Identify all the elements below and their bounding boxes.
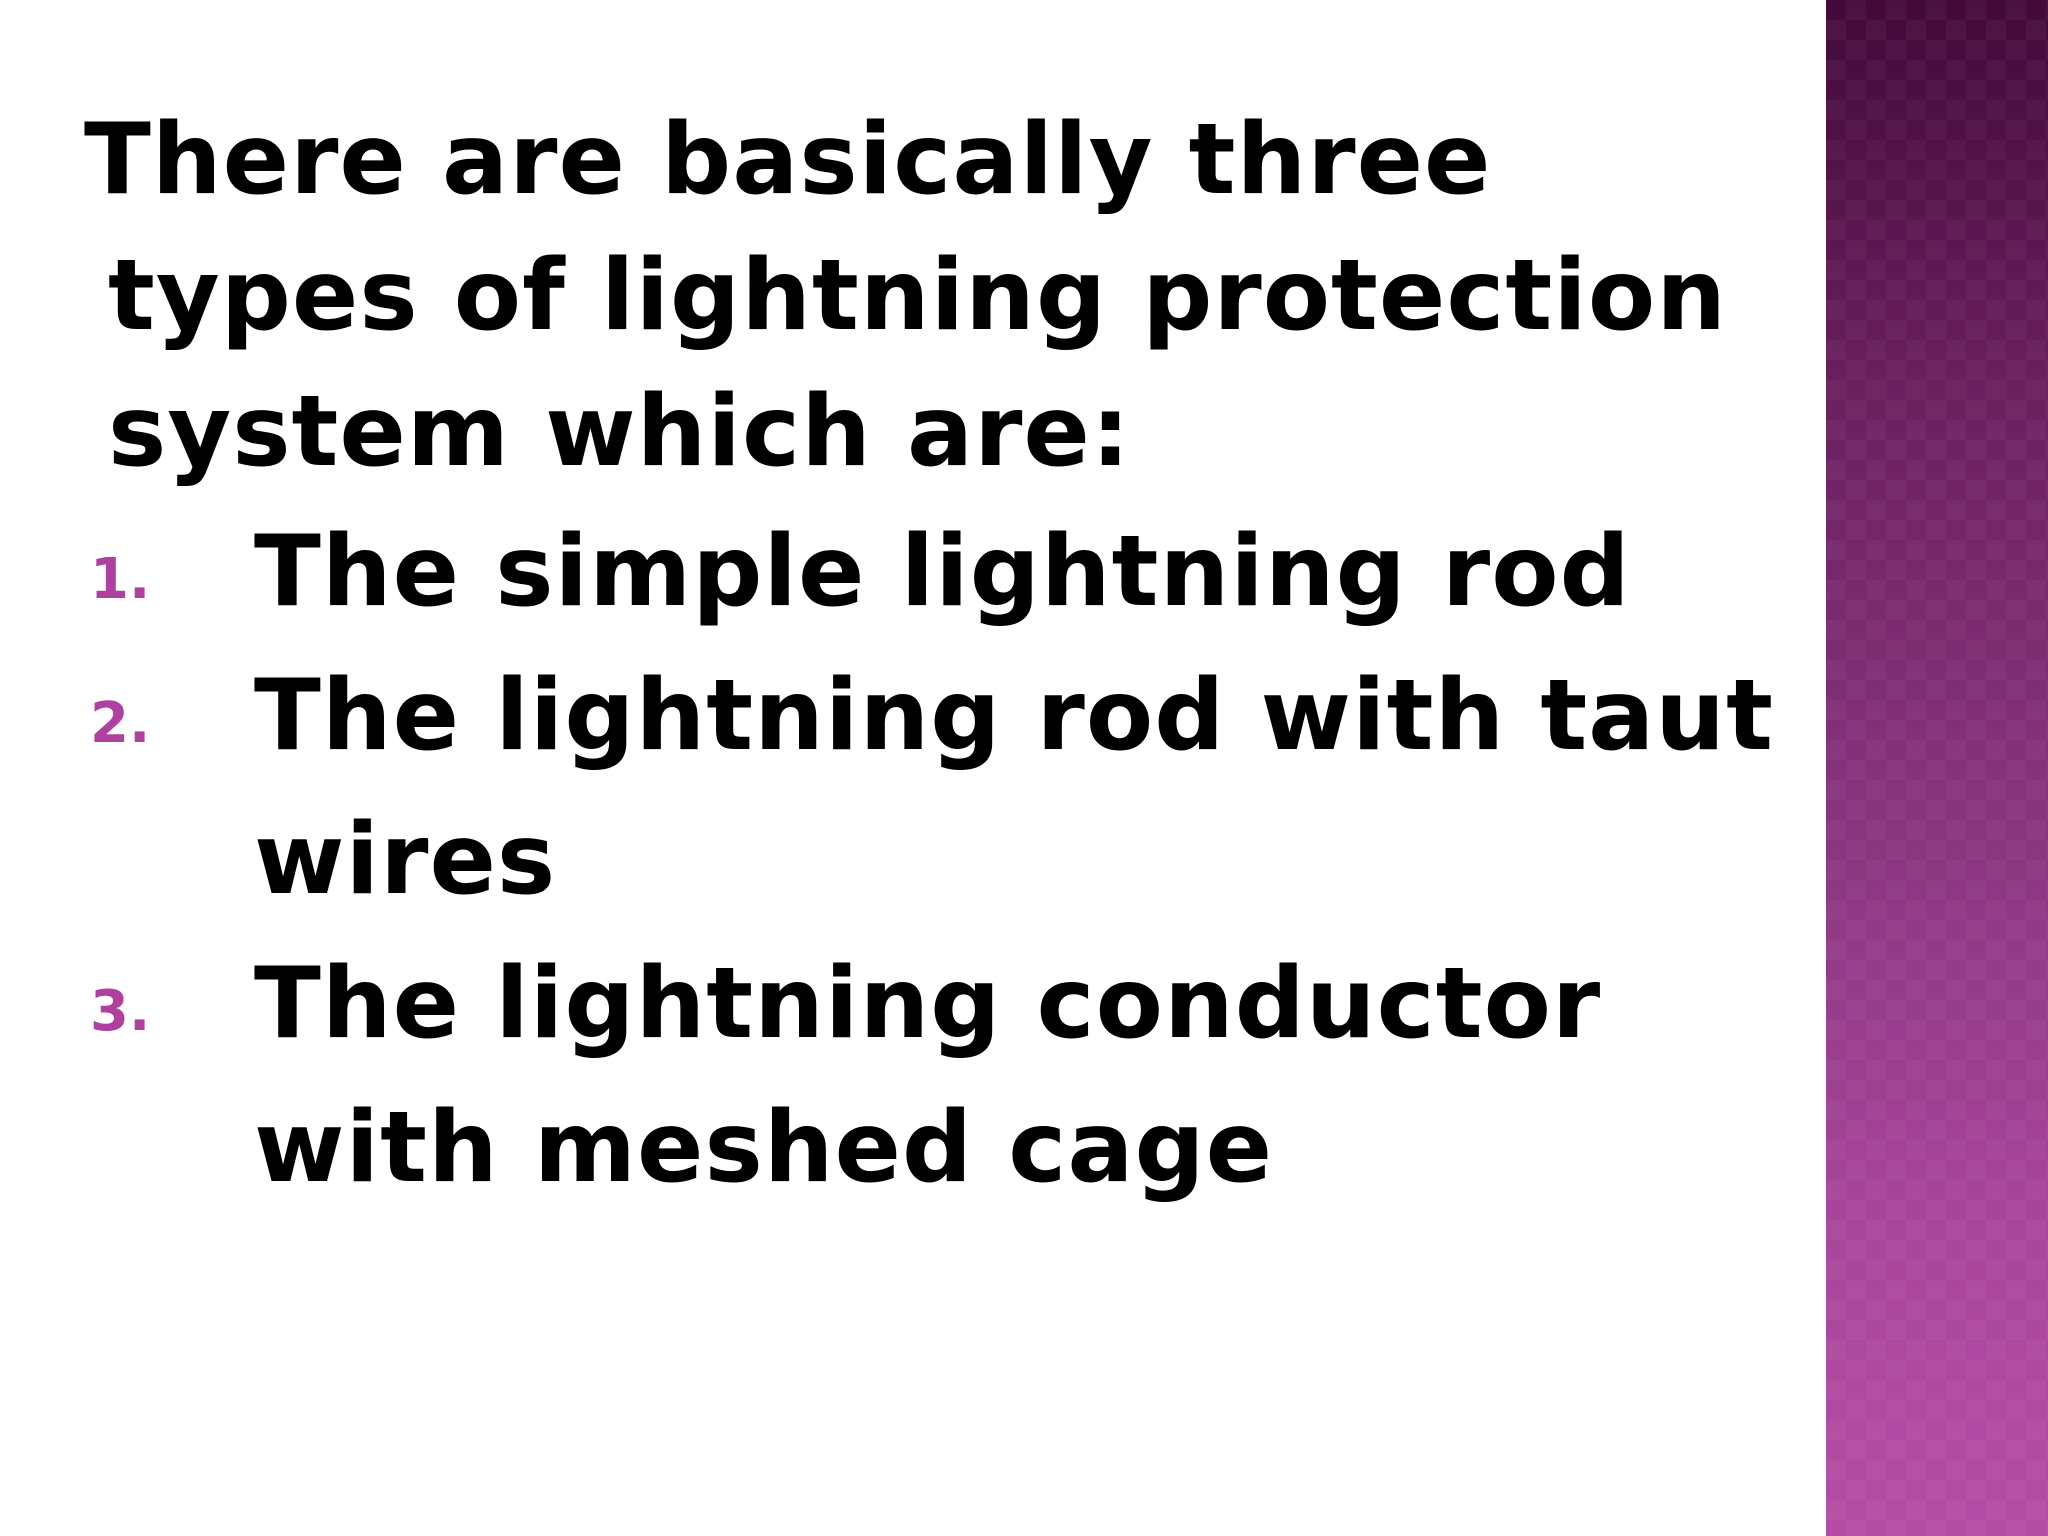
decorative-side-band <box>1826 0 2048 1536</box>
list-number-2: 2. <box>90 691 151 756</box>
list-item-text-3: The lightning conductor with meshed cage <box>254 947 1602 1205</box>
intro-text: There are basically three types of light… <box>84 103 1727 489</box>
numbered-list: 1. The simple lightning rod 2. The light… <box>84 500 1804 1220</box>
list-item-text-1: The simple lightning rod <box>254 515 1631 629</box>
slide-content: There are basically three types of light… <box>84 92 1804 1220</box>
list-item-1: 1. The simple lightning rod <box>84 500 1804 644</box>
list-number-1: 1. <box>90 547 151 612</box>
list-item-text-2: The lightning rod with taut wires <box>254 659 1774 917</box>
list-item-3: 3. The lightning conductor with meshed c… <box>84 932 1804 1220</box>
list-item-2: 2. The lightning rod with taut wires <box>84 644 1804 932</box>
list-number-3: 3. <box>90 979 151 1044</box>
